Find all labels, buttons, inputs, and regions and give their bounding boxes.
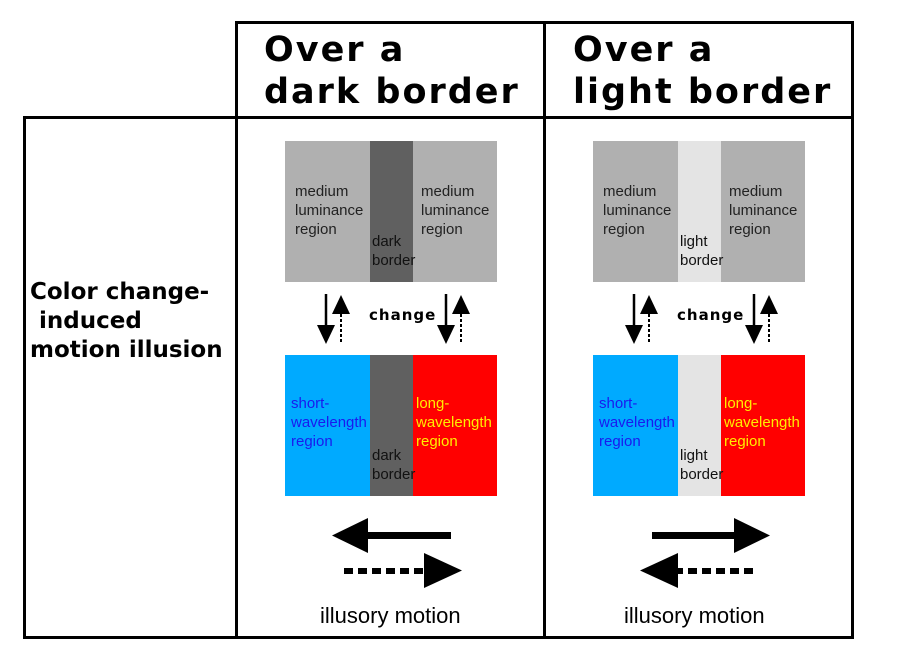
light-bottom-border-label-1: light <box>680 447 708 464</box>
light-bottom-long-label-2: wavelength <box>724 414 800 431</box>
header-dark-line1: Over a <box>264 30 406 70</box>
dark-top-border-strip <box>370 141 413 282</box>
dark-top-left-label-2: luminance <box>295 202 364 219</box>
dark-top-border-label-2: border <box>372 252 416 269</box>
light-top-left-label-1: medium <box>603 183 657 200</box>
dark-bottom-short-label-1: short- <box>291 395 330 412</box>
light-change-arrows-left <box>625 294 658 344</box>
light-top-right-label-1: medium <box>729 183 783 200</box>
dark-bottom-border-label-2: border <box>372 466 416 483</box>
light-bottom-short-label-3: region <box>599 433 641 450</box>
light-illusory-motion-label: illusory motion <box>624 603 765 628</box>
dark-change-arrows-right <box>437 294 470 344</box>
light-top-border-label-2: border <box>680 252 724 269</box>
grid-line-right <box>851 21 854 639</box>
grid-line-col2 <box>543 21 546 639</box>
light-bottom-short-label-2: wavelength <box>599 414 675 431</box>
light-change-arrows-right <box>745 294 778 344</box>
dark-bottom-long-label-3: region <box>416 433 458 450</box>
light-bottom-border-strip <box>678 355 721 496</box>
light-top-border-label-1: light <box>680 233 708 250</box>
dark-change-label: change <box>369 306 437 324</box>
light-bottom-long-wavelength-region <box>721 355 805 496</box>
dark-top-right-label-1: medium <box>421 183 475 200</box>
dark-top-border-label-1: dark <box>372 233 402 250</box>
light-top-border-strip <box>678 141 721 282</box>
grid-line-col1 <box>235 21 238 639</box>
light-bottom-long-label-1: long- <box>724 395 758 412</box>
light-bottom-short-label-1: short- <box>599 395 638 412</box>
light-bottom-border-label-2: border <box>680 466 724 483</box>
light-change-label: change <box>677 306 745 324</box>
header-light-line1: Over a <box>573 30 715 70</box>
dark-solid-left-arrow <box>332 518 451 553</box>
light-top-left-medium-region <box>593 141 678 282</box>
light-top-right-label-2: luminance <box>729 202 798 219</box>
light-solid-right-arrow <box>652 518 770 553</box>
row-label-line3: motion illusion <box>30 337 223 363</box>
dark-illusory-motion-label: illusory motion <box>320 603 461 628</box>
dark-dashed-right-arrow <box>344 553 462 588</box>
dark-bottom-long-label-1: long- <box>416 395 450 412</box>
light-top-left-label-2: luminance <box>603 202 672 219</box>
dark-top-right-medium-region <box>413 141 497 282</box>
dark-bottom-short-wavelength-region <box>285 355 370 496</box>
row-label-line2: induced <box>39 308 142 334</box>
dark-bottom-short-label-2: wavelength <box>291 414 367 431</box>
grid-line-bottom <box>23 636 854 639</box>
dark-top-left-label-3: region <box>295 221 337 238</box>
dark-top-left-medium-region <box>285 141 370 282</box>
header-dark-line2: dark border <box>264 72 520 112</box>
light-top-right-label-3: region <box>729 221 771 238</box>
light-top-left-label-3: region <box>603 221 645 238</box>
dark-top-right-label-3: region <box>421 221 463 238</box>
dark-top-left-label-1: medium <box>295 183 349 200</box>
header-light-line2: light border <box>573 72 833 112</box>
dark-top-right-label-2: luminance <box>421 202 490 219</box>
light-bottom-short-wavelength-region <box>593 355 678 496</box>
dark-bottom-short-label-3: region <box>291 433 333 450</box>
light-bottom-long-label-3: region <box>724 433 766 450</box>
dark-bottom-long-wavelength-region <box>413 355 497 496</box>
grid-line-left <box>23 116 26 639</box>
light-dashed-left-arrow <box>640 553 758 588</box>
dark-bottom-border-label-1: dark <box>372 447 402 464</box>
dark-change-arrows-left <box>317 294 350 344</box>
dark-bottom-border-strip <box>370 355 413 496</box>
light-top-right-medium-region <box>721 141 805 282</box>
grid-line-header-bottom <box>23 116 854 119</box>
dark-bottom-long-label-2: wavelength <box>416 414 492 431</box>
row-label-line1: Color change- <box>30 279 210 305</box>
